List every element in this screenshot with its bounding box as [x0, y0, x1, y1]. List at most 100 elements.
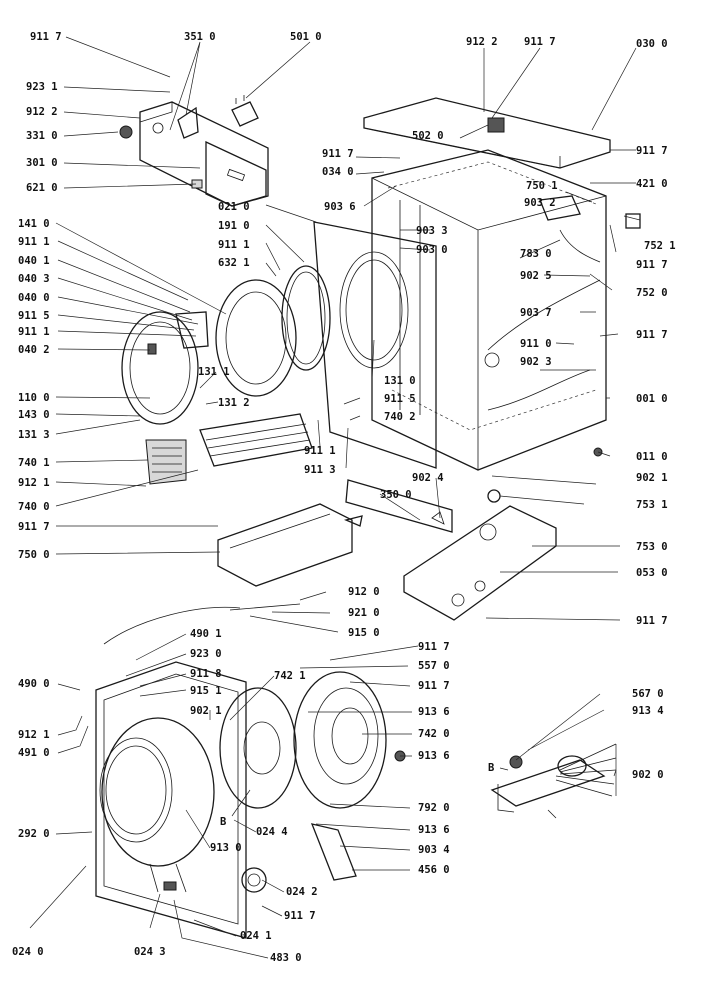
door-assembly [121, 221, 437, 485]
part-label: 903 2 [524, 197, 556, 209]
part-label: 913 6 [418, 750, 450, 762]
part-label: 621 0 [26, 182, 58, 194]
part-label: 491 0 [18, 747, 50, 759]
part-label: 040 0 [18, 292, 50, 304]
part-label: 913 6 [418, 824, 450, 836]
part-label: 740 2 [384, 411, 416, 423]
part-label: 911 1 [304, 445, 336, 457]
part-label: 567 0 [632, 688, 664, 700]
part-label: 740 0 [18, 501, 50, 513]
plinth-assembly [217, 479, 557, 621]
part-label: 902 3 [520, 356, 552, 368]
part-label: 143 0 [18, 409, 50, 421]
part-label: 351 0 [184, 31, 216, 43]
part-label: 923 0 [190, 648, 222, 660]
part-label: 752 0 [636, 287, 668, 299]
part-label: 903 0 [416, 244, 448, 256]
part-label: 632 1 [218, 257, 250, 269]
part-label: 753 0 [636, 541, 668, 553]
part-label: 911 7 [418, 680, 450, 692]
part-label: 501 0 [290, 31, 322, 43]
part-label: 902 1 [636, 472, 668, 484]
part-label: 053 0 [636, 567, 668, 579]
part-label: B [220, 816, 227, 828]
part-label: 902 1 [190, 705, 222, 717]
part-label: 902 0 [632, 769, 664, 781]
part-label: 911 0 [520, 338, 552, 350]
part-label: 902 4 [412, 472, 444, 484]
part-label: 911 7 [18, 521, 50, 533]
part-label: 490 1 [190, 628, 222, 640]
part-label: 331 0 [26, 130, 58, 142]
part-label: 911 5 [384, 393, 416, 405]
part-label: 903 7 [520, 307, 552, 319]
part-label: 903 4 [418, 844, 450, 856]
part-label: 915 1 [190, 685, 222, 697]
part-label: 490 0 [18, 678, 50, 690]
part-label: 040 2 [18, 344, 50, 356]
part-label: 903 6 [324, 201, 356, 213]
part-label: 021 0 [218, 201, 250, 213]
part-label: 912 2 [26, 106, 58, 118]
cabinet-frame [363, 97, 641, 471]
part-label: 911 7 [636, 615, 668, 627]
part-label: 040 3 [18, 273, 50, 285]
part-label: 921 0 [348, 607, 380, 619]
part-label: 911 7 [524, 36, 556, 48]
part-label: 001 0 [636, 393, 668, 405]
part-label: 110 0 [18, 392, 50, 404]
part-label: 024 1 [240, 930, 272, 942]
part-label: 911 7 [284, 910, 316, 922]
part-label: 792 0 [418, 802, 450, 814]
part-label: 783 0 [520, 248, 552, 260]
part-label: 024 4 [256, 826, 288, 838]
part-label: 502 0 [412, 130, 444, 142]
part-label: 912 0 [348, 586, 380, 598]
part-label: 911 7 [636, 259, 668, 271]
part-label: 911 7 [322, 148, 354, 160]
part-label: 911 7 [636, 329, 668, 341]
part-label: 750 1 [526, 180, 558, 192]
part-label: 911 7 [30, 31, 62, 43]
detail-inset [490, 743, 617, 819]
part-label: 030 0 [636, 38, 668, 50]
part-label: 024 2 [286, 886, 318, 898]
part-label: 911 7 [636, 145, 668, 157]
leader-lines [29, 36, 641, 959]
part-label: 912 1 [18, 729, 50, 741]
part-label: 483 0 [270, 952, 302, 964]
part-label: 911 7 [418, 641, 450, 653]
part-label: 913 4 [632, 705, 664, 717]
part-label: 912 2 [466, 36, 498, 48]
drum-assembly [95, 603, 406, 939]
part-label: 141 0 [18, 218, 50, 230]
part-label: 911 1 [18, 236, 50, 248]
part-label: 902 5 [520, 270, 552, 282]
part-label: 131 3 [18, 429, 50, 441]
part-label: 913 0 [210, 842, 242, 854]
part-label: 742 1 [274, 670, 306, 682]
part-label: 911 1 [218, 239, 250, 251]
part-label: 131 1 [198, 366, 230, 378]
part-label: 911 1 [18, 326, 50, 338]
part-label: 191 0 [218, 220, 250, 232]
part-label: 923 1 [26, 81, 58, 93]
part-label: 912 1 [18, 477, 50, 489]
part-label: 752 1 [644, 240, 676, 252]
part-label: 292 0 [18, 828, 50, 840]
part-label: 456 0 [418, 864, 450, 876]
part-label: 913 6 [418, 706, 450, 718]
part-label: 750 0 [18, 549, 50, 561]
part-label: 131 0 [384, 375, 416, 387]
part-label: 753 1 [636, 499, 668, 511]
part-label: 740 1 [18, 457, 50, 469]
part-label: 131 2 [218, 397, 250, 409]
part-label: 350 0 [380, 489, 412, 501]
part-label: 911 5 [18, 310, 50, 322]
part-label: 911 3 [304, 464, 336, 476]
part-label: 024 3 [134, 946, 166, 958]
part-label: 024 0 [12, 946, 44, 958]
part-label: 011 0 [636, 451, 668, 463]
part-label: 911 8 [190, 668, 222, 680]
